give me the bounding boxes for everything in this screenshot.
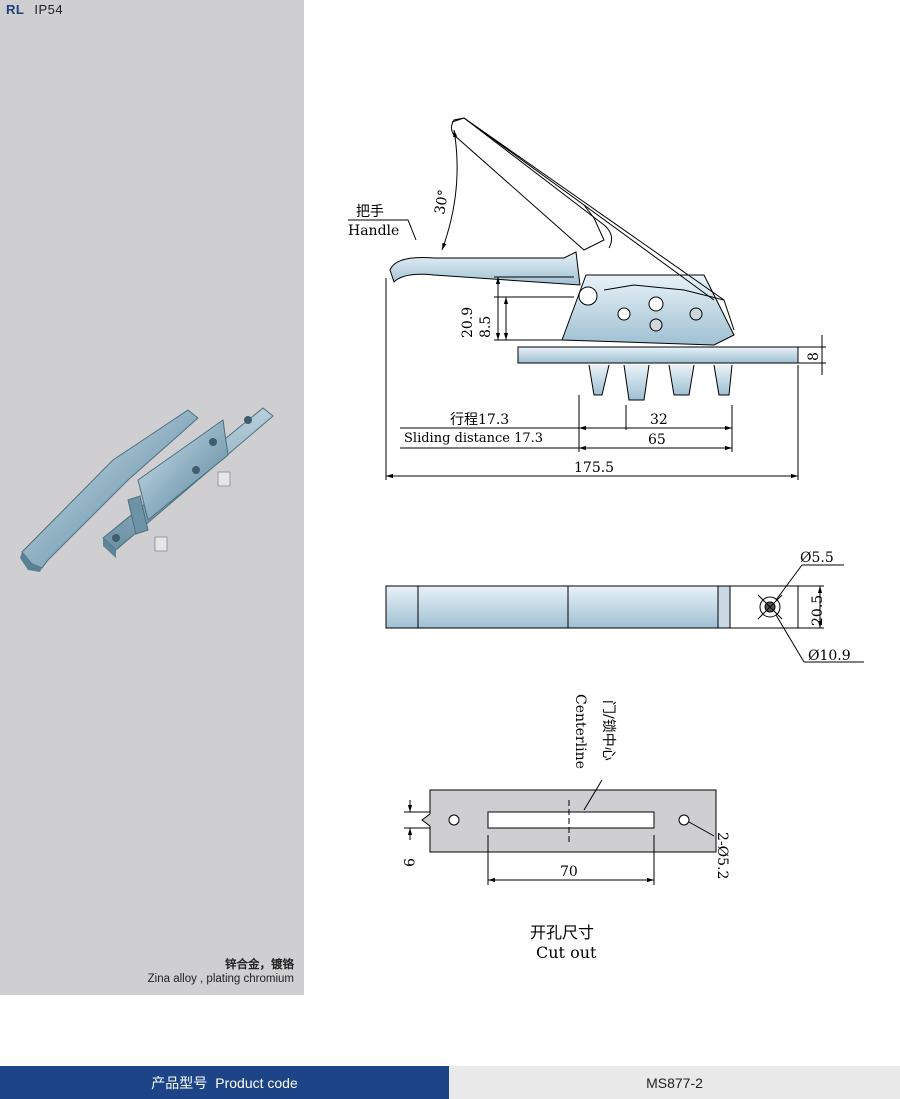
series-tag: RL [6,2,25,17]
product-code-value: MS877-2 [449,1066,900,1099]
centerline-cn: 门/锁中心 [600,700,616,761]
dia-10-9: Ø10.9 [808,648,851,664]
technical-drawing: 把手 Handle 30° 20.9 8.5 8 行程17.3 Sliding … [348,117,864,962]
latch-photo [20,407,274,572]
handle-label-cn: 把手 [356,204,384,220]
cutout-title-en: Cut out [536,943,597,962]
product-code-label: 产品型号 Product code [0,1066,449,1099]
product-code-label-en: Product code [215,1074,298,1091]
dim-20-9: 20.9 [460,307,476,338]
material-cn: 锌合金，镀铬 [225,959,294,971]
stroke-label-en: Sliding distance 17.3 [404,431,543,446]
dia-5-5: Ø5.5 [800,550,834,566]
dim-70: 70 [560,864,578,880]
dim-8: 8 [806,352,822,361]
holes-label: 2-Ø5.2 [714,832,730,879]
handle-label-en: Handle [348,223,399,239]
stroke-label-cn: 行程17.3 [450,412,509,428]
dim-175-5: 175.5 [574,460,614,476]
product-code: MS877-2 [646,1074,703,1091]
dim-8-5: 8.5 [478,316,494,338]
dim-20-5: 20.5 [810,595,826,626]
dim-32: 32 [650,412,668,428]
angle-label: 30° [432,188,452,215]
dim-9: 9 [400,858,416,867]
centerline-en: Centerline [572,694,588,769]
product-photo-panel: RL IP54 锌合金，镀铬 [0,0,304,995]
dim-65: 65 [648,432,666,448]
top-view [385,564,864,663]
material-en: Zina alloy , plating chromium [147,973,294,985]
material-note: 锌合金，镀铬 Zina alloy , plating chromium [148,958,294,986]
side-view [348,117,826,480]
header-tags: RL IP54 [6,2,63,17]
cutout-view [404,779,717,885]
cutout-title-cn: 开孔尺寸 [530,923,594,942]
rating-tag: IP54 [34,2,64,17]
product-code-label-cn: 产品型号 [151,1074,208,1091]
